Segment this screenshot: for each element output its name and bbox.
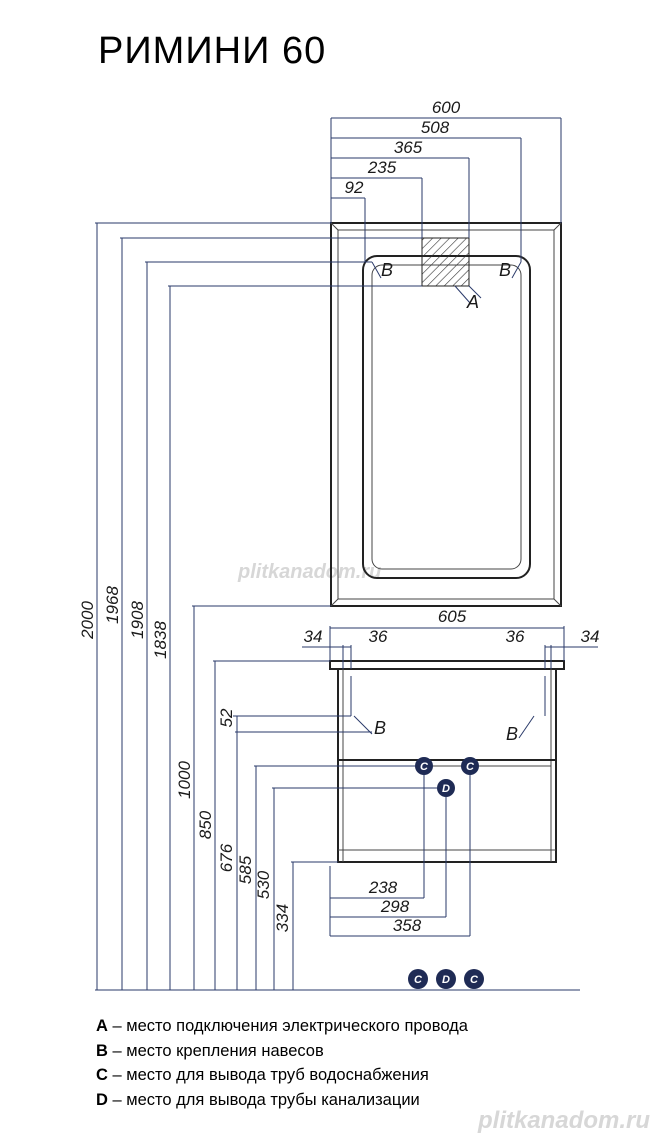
- drain-outlet-marker: [437, 779, 455, 797]
- dim-height-52: 52: [217, 708, 236, 727]
- legend-item-b: B – место крепления навесов: [96, 1041, 324, 1060]
- dim-right-36: 36: [506, 627, 525, 646]
- dim-height-1838: 1838: [151, 621, 170, 659]
- dim-height-530: 530: [254, 870, 273, 899]
- dim-height-585: 585: [236, 855, 255, 884]
- mirror-frame-bevel: [337, 229, 555, 600]
- dim-358: 358: [393, 916, 422, 935]
- svg-text:D: D: [442, 974, 450, 986]
- dim-height-850: 850: [196, 810, 215, 839]
- dim-mirror-365: 365: [394, 138, 423, 157]
- height-dimensions: 2000 1968 1908 1838 1000 850 52 676 585 …: [78, 222, 580, 991]
- svg-text:C: C: [466, 761, 475, 773]
- dim-height-1968: 1968: [103, 586, 122, 624]
- legend-item-d: D – место для вывода трубы канализации: [96, 1090, 420, 1109]
- watermark-bottom: plitkanadom.ru: [477, 1107, 650, 1134]
- dim-height-334: 334: [273, 904, 292, 932]
- mirror-drawing: A B B: [330, 222, 562, 607]
- cabinet-label-b-right: B: [506, 724, 518, 744]
- floor-marker-d: [436, 969, 456, 989]
- floor-marker-c-left: [408, 969, 428, 989]
- svg-text:D: D: [442, 783, 450, 795]
- dim-height-2000: 2000: [78, 601, 97, 640]
- page-title: РИМИНИ 60: [98, 30, 327, 72]
- cabinet-drawing: B B C C D: [329, 660, 565, 863]
- dim-right-34: 34: [581, 627, 600, 646]
- label-b-left: B: [381, 260, 393, 280]
- dim-298: 298: [380, 897, 410, 916]
- countertop: [329, 660, 565, 670]
- watermark: plitkanadom.ru: [237, 561, 381, 583]
- floor-marker-c-right: [464, 969, 484, 989]
- dim-mirror-600: 600: [432, 98, 461, 117]
- svg-text:C: C: [414, 974, 423, 986]
- label-a: A: [466, 292, 479, 312]
- svg-text:C: C: [420, 761, 429, 773]
- legend-item-a: A – место подключения электрического про…: [96, 1017, 468, 1035]
- cabinet-label-b-left: B: [374, 718, 386, 738]
- dim-cabinet-605: 605: [438, 607, 467, 626]
- label-b-right: B: [499, 260, 511, 280]
- electrical-connection-zone: [421, 237, 470, 287]
- svg-text:C: C: [470, 974, 479, 986]
- dim-height-1908: 1908: [128, 601, 147, 639]
- dim-height-1000: 1000: [175, 761, 194, 799]
- cabinet-width-dimensions: 605 34 36 36 34 238 298 358: [302, 607, 600, 937]
- dim-left-36: 36: [369, 627, 388, 646]
- dim-mirror-235: 235: [367, 158, 397, 177]
- mirror-outer-frame: [330, 222, 562, 607]
- mirror-glass-outer: [362, 255, 531, 579]
- legend-item-c: C – место для вывода труб водоснабжения: [96, 1066, 429, 1084]
- dim-left-34: 34: [304, 627, 323, 646]
- water-outlet-marker-left: [415, 757, 433, 775]
- dim-mirror-92: 92: [345, 178, 364, 197]
- dim-height-676: 676: [217, 843, 236, 872]
- dim-238: 238: [368, 878, 398, 897]
- legend: A – место подключения электрического про…: [96, 1014, 468, 1112]
- dim-mirror-508: 508: [421, 118, 450, 137]
- water-outlet-marker-right: [461, 757, 479, 775]
- floor-outlet-markers: C D C: [408, 969, 484, 989]
- technical-drawing: plitkanadom.ru A B B 600 508 365 235: [78, 98, 600, 991]
- mirror-width-dimensions: 600 508 365 235 92: [330, 98, 562, 262]
- mirror-glass-inner: [371, 264, 522, 570]
